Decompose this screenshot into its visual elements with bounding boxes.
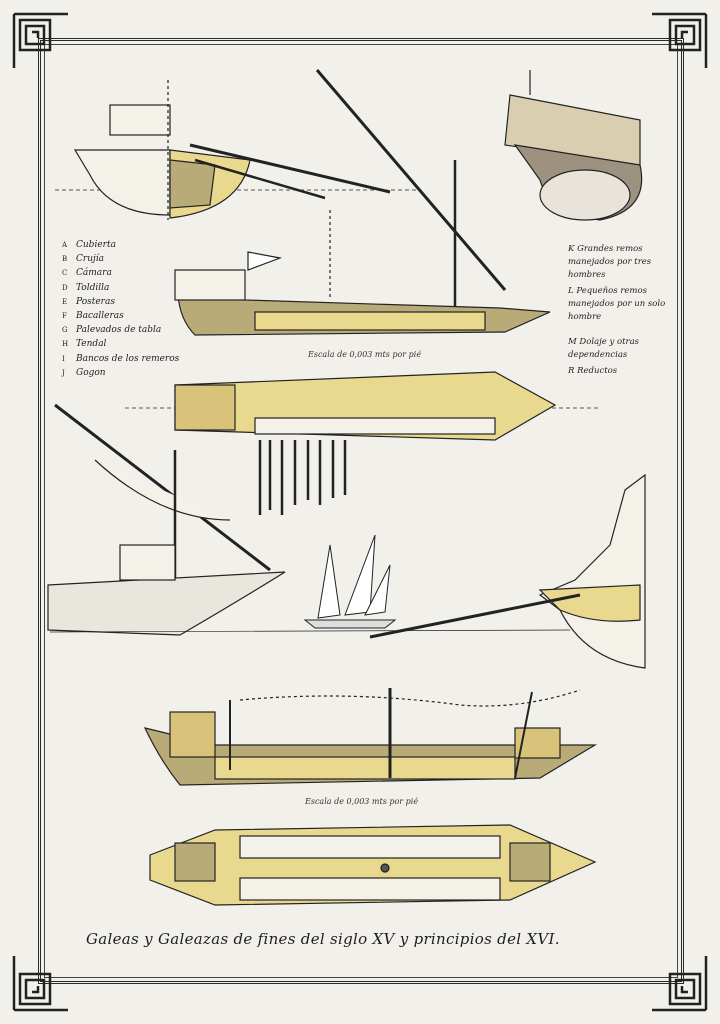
legend-item: R Reductos bbox=[568, 365, 678, 378]
legend-label: Crujía bbox=[76, 254, 105, 265]
legend-item: G Palevados de tabla bbox=[62, 323, 179, 337]
legend-label: Tendal bbox=[76, 339, 107, 350]
legend-key: B bbox=[62, 255, 68, 264]
legend-key: K bbox=[568, 244, 575, 254]
legend-right: K Grandes remos manejados por tres hombr… bbox=[568, 243, 678, 381]
legend-item: E Posteras bbox=[62, 295, 179, 309]
legend-label: Toldilla bbox=[76, 282, 110, 293]
legend-item: F Bacalleras bbox=[62, 309, 179, 323]
galley-under-sail-drawing bbox=[47, 403, 286, 636]
legend-item: K Grandes remos manejados por tres hombr… bbox=[568, 243, 678, 282]
legend-label: Cámara bbox=[76, 268, 112, 279]
fret-ornament-bottom-right bbox=[652, 956, 708, 1012]
legend-key: R bbox=[568, 366, 575, 376]
plate-title: Galeas y Galeazas de fines del siglo XV … bbox=[86, 930, 560, 948]
legend-label: Palevados de tabla bbox=[76, 325, 162, 336]
galley-stern-with-oar-drawing bbox=[369, 473, 646, 669]
legend-key: L bbox=[568, 286, 574, 296]
fret-ornament-bottom-left bbox=[12, 956, 68, 1012]
legend-key: F bbox=[62, 312, 67, 321]
legend-item: L Pequeños remos manejados por un solo h… bbox=[568, 285, 678, 324]
galley-side-view bbox=[174, 69, 551, 336]
legend-label: Posteras bbox=[76, 296, 115, 307]
distant-ship-drawing bbox=[49, 534, 571, 633]
legend-key: G bbox=[62, 326, 68, 335]
legend-label: Grandes remos manejados por tres hombres bbox=[568, 244, 652, 280]
scale-label-lower: Escala de 0,003 mts por pié bbox=[305, 797, 419, 806]
legend-key: A bbox=[62, 241, 68, 249]
plate-border bbox=[38, 38, 684, 984]
legend-key: M bbox=[568, 337, 577, 347]
scale-label-upper: Escala de 0,003 mts por pié bbox=[308, 350, 422, 359]
legend-key: H bbox=[62, 340, 69, 349]
legend-item: M Dolaje y otras dependencias bbox=[568, 336, 678, 362]
legend-key: D bbox=[62, 283, 68, 292]
legend-key: I bbox=[62, 354, 65, 363]
fret-ornament-top-right bbox=[652, 12, 708, 68]
stern-perspective-drawing bbox=[504, 70, 643, 221]
plate-inner-border bbox=[44, 44, 678, 978]
legend-item: A Cubierta bbox=[62, 238, 179, 252]
fret-ornament-top-left bbox=[12, 12, 68, 68]
legend-label: Cubierta bbox=[76, 240, 116, 250]
legend-key: C bbox=[62, 269, 68, 278]
legend-label: Gogon bbox=[76, 367, 106, 378]
legend-label: Reductos bbox=[577, 366, 618, 376]
legend-item: I Bancos de los remeros bbox=[62, 352, 179, 366]
legend-item: C Cámara bbox=[62, 266, 179, 280]
legend-label: Dolaje y otras dependencias bbox=[568, 337, 640, 360]
legend-item: H Tendal bbox=[62, 337, 179, 351]
legend-label: Bacalleras bbox=[76, 311, 124, 322]
stern-section-drawing bbox=[55, 80, 420, 220]
legend-item: J Gogon bbox=[62, 366, 179, 380]
legend-label: Pequeños remos manejados por un solo hom… bbox=[568, 286, 666, 322]
legend-item: B Crujía bbox=[62, 252, 179, 266]
legend-key: J bbox=[62, 368, 65, 377]
legend-left: A Cubierta B Crujía C Cámara D Toldilla E Pos… bbox=[62, 238, 179, 380]
galeaza-side-view bbox=[143, 688, 598, 786]
legend-key: E bbox=[62, 297, 68, 306]
legend-item: D Toldilla bbox=[62, 281, 179, 295]
galley-plan-view bbox=[125, 371, 600, 515]
galeaza-plan-view bbox=[149, 824, 597, 906]
legend-label: Bancos de los remeros bbox=[76, 353, 180, 364]
